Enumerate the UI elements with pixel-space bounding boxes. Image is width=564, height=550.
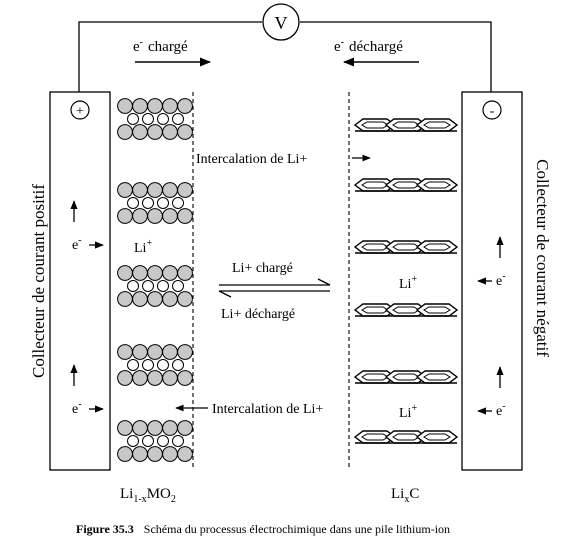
anode-formula: LixC (391, 486, 419, 505)
cathode-formula: Li1-xMO2 (120, 486, 176, 505)
positive-terminal: + (70, 100, 90, 120)
svg-text:e-: e- (496, 401, 506, 419)
graphite-layer-1 (353, 118, 459, 132)
oxide-layer-2 (117, 182, 193, 224)
oxide-layer-4 (117, 344, 193, 386)
voltmeter-symbol: V (275, 13, 288, 33)
anode-graphite-layers (353, 118, 459, 444)
anode-ion-label-1: Li+ (399, 274, 417, 292)
external-circuit-wire (78, 21, 262, 92)
negative-electron-2: e- (477, 366, 506, 419)
positive-current-collector (49, 91, 111, 471)
electron-discharged-label: e-déchargé (334, 37, 403, 55)
oxide-layer-1 (117, 98, 193, 140)
figure-caption-text: Schéma du processus électrochimique dans… (144, 522, 450, 536)
electron-charged-label: e-chargé (133, 37, 188, 55)
graphite-layer-3 (353, 240, 459, 254)
svg-text:e-: e- (496, 271, 506, 289)
positive-collector-label: Collecteur de courant positif (29, 184, 48, 378)
ion-charged-label: Li+ chargé (232, 261, 293, 276)
voltmeter: V (262, 3, 300, 41)
positive-electron-1: e- (70, 200, 104, 253)
cathode-ion-label: Li+ (134, 238, 152, 256)
negative-sign: - (490, 104, 495, 119)
anode-ion-label-2: Li+ (399, 403, 417, 421)
ion-discharged-label: Li+ déchargé (221, 307, 295, 322)
positive-electron-2: e- (70, 364, 104, 417)
negative-electron-1: e- (477, 236, 506, 289)
negative-terminal: - (482, 100, 502, 120)
svg-text:e-: e- (72, 235, 82, 253)
external-circuit-wire-right (300, 21, 492, 92)
intercalation-top-label: Intercalation de Li+ (196, 152, 307, 167)
svg-text:e-: e- (72, 399, 82, 417)
graphite-layer-4 (353, 303, 459, 317)
positive-sign: + (76, 104, 84, 119)
figure-number: Figure 35.3 (76, 522, 134, 536)
oxide-layer-5 (117, 420, 193, 462)
intercalation-bottom-label: Intercalation de Li+ (212, 402, 323, 417)
oxide-layer-3 (117, 265, 193, 307)
graphite-layer-6 (353, 430, 459, 444)
graphite-layer-2 (353, 178, 459, 192)
graphite-layer-5 (353, 370, 459, 384)
equilibrium-arrows (218, 278, 331, 298)
negative-collector-label: Collecteur de courant négatif (533, 159, 552, 357)
cathode-layered-oxide (117, 98, 193, 462)
figure-caption: Figure 35.3 Schéma du processus électroch… (76, 522, 450, 536)
